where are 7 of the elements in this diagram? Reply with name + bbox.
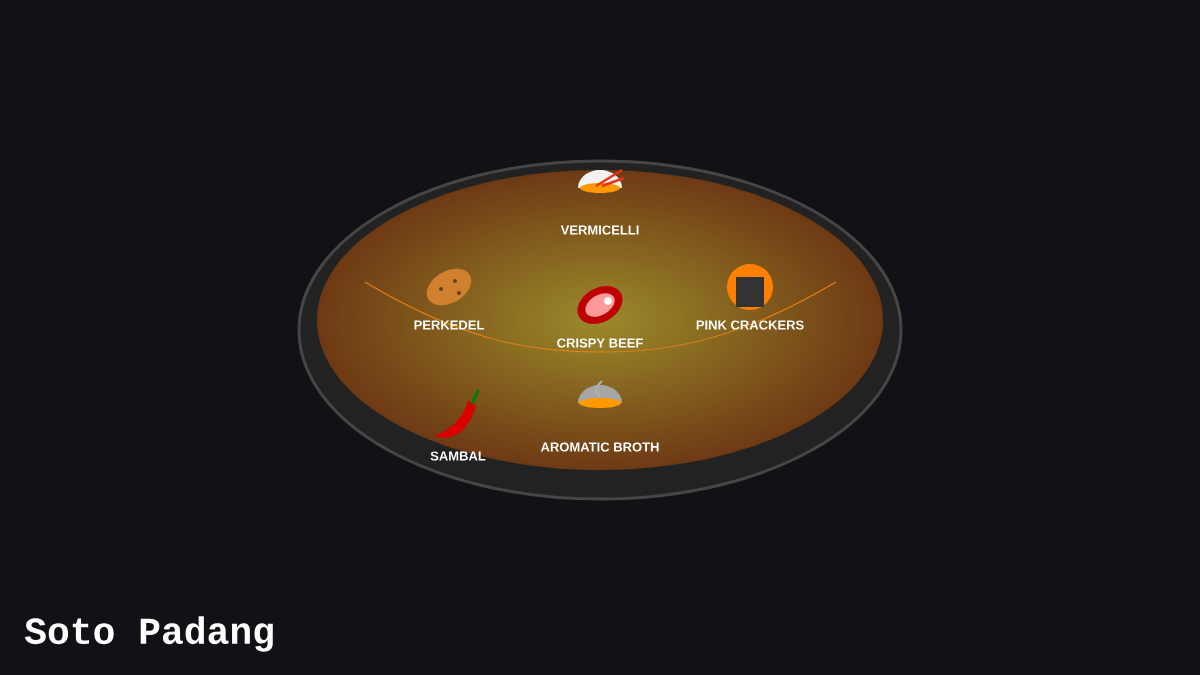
ingredient-label: CRISPY BEEF [557,338,643,348]
ingredient-label: PINK CRACKERS [696,320,804,330]
ingredient-label: AROMATIC BROTH [540,442,659,452]
ingredient-label: VERMICELLI [560,225,639,235]
title: Soto Padang [24,616,273,652]
ingredient-label: SAMBAL [430,451,486,461]
ingredient-label: PERKEDEL [414,320,484,330]
